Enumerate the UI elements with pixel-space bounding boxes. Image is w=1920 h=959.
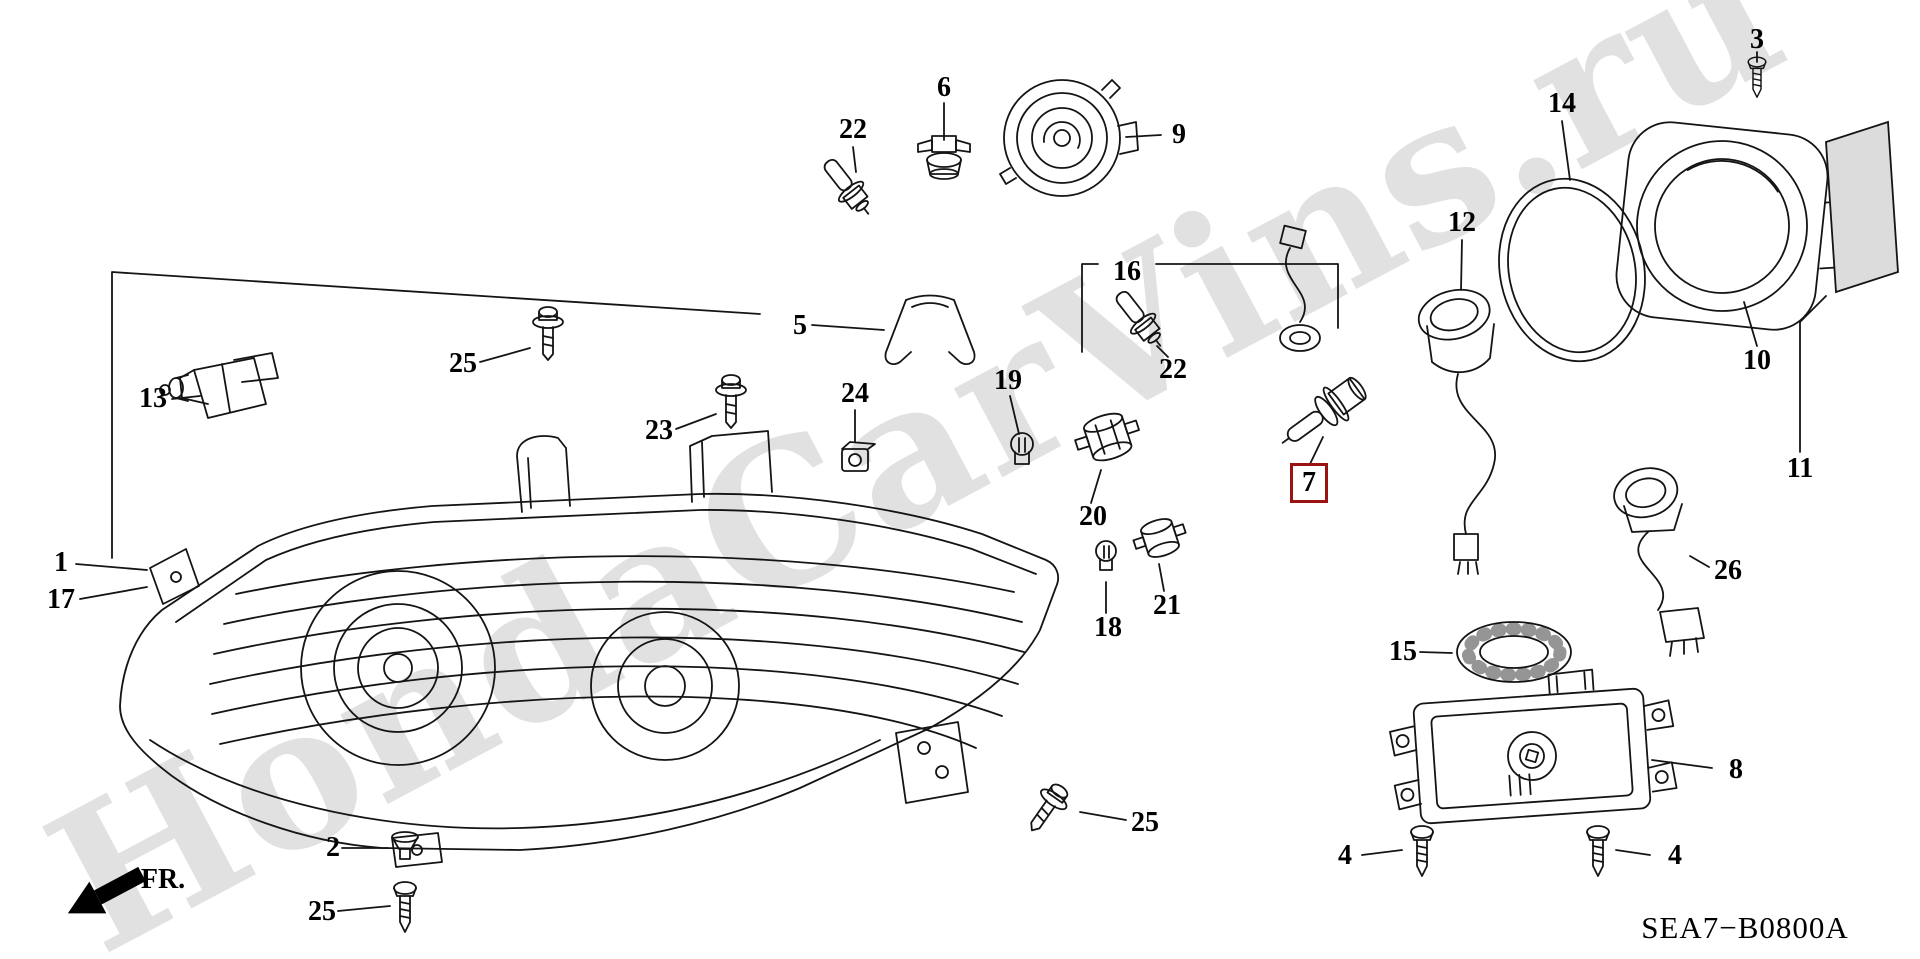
callout-part-13[interactable]: 13 xyxy=(139,383,167,414)
callout-part-8[interactable]: 8 xyxy=(1729,754,1743,785)
callout-part-9[interactable]: 9 xyxy=(1172,119,1186,150)
part-20-socket-drawing xyxy=(1074,412,1140,462)
part-7-hid-bulb-drawing xyxy=(1281,376,1367,444)
part-14-ring-drawing xyxy=(1498,177,1646,363)
callout-part-22[interactable]: 22 xyxy=(1159,354,1187,385)
diagram-code: SEA7−B0800A xyxy=(1641,910,1849,945)
callout-part-3[interactable]: 3 xyxy=(1750,24,1764,55)
part-25-bolt-drawing xyxy=(532,306,564,361)
part-21-socket-drawing xyxy=(1132,518,1187,558)
callout-part-4[interactable]: 4 xyxy=(1338,840,1352,871)
callout-part-2[interactable]: 2 xyxy=(326,832,340,863)
part-4-screw-drawing xyxy=(1586,825,1610,877)
callout-part-5[interactable]: 5 xyxy=(793,310,807,341)
part-4-screw-drawing xyxy=(1410,825,1434,877)
callout-part-6[interactable]: 6 xyxy=(937,72,951,103)
callout-part-23[interactable]: 23 xyxy=(645,415,673,446)
part-12-igniter-drawing xyxy=(1417,288,1497,575)
part-23-screw-drawing xyxy=(715,374,747,429)
part-25-bolt-drawing xyxy=(1018,777,1076,840)
front-direction-label: FR. xyxy=(140,864,186,895)
part-13-adjuster-motor-drawing xyxy=(159,352,279,419)
part-26-connector-drawing xyxy=(1613,467,1705,657)
callout-part-14[interactable]: 14 xyxy=(1548,88,1576,119)
callout-part-16[interactable]: 16 xyxy=(1113,256,1141,287)
part-15-seal-ring-drawing xyxy=(1456,621,1572,683)
part-25-screw-drawing xyxy=(393,881,417,933)
part-5-wire-clip-drawing xyxy=(884,294,976,365)
part-8-ballast-drawing xyxy=(1389,668,1678,825)
callout-part-4[interactable]: 4 xyxy=(1668,840,1682,871)
callout-part-12[interactable]: 12 xyxy=(1448,207,1476,238)
callout-part-26[interactable]: 26 xyxy=(1714,555,1742,586)
part-22-bulb-drawing xyxy=(823,158,870,215)
callout-part-10[interactable]: 10 xyxy=(1743,345,1771,376)
callout-part-17[interactable]: 17 xyxy=(47,584,75,615)
part-16-harness-drawing xyxy=(1279,224,1321,352)
callout-part-24[interactable]: 24 xyxy=(841,378,869,409)
callout-part-15[interactable]: 15 xyxy=(1389,636,1417,667)
callout-part-25[interactable]: 25 xyxy=(308,896,336,927)
part-22-bulb-drawing xyxy=(1115,290,1162,347)
part-2-clip-drawing xyxy=(391,831,419,860)
part-24-nut-drawing xyxy=(841,441,876,472)
leader-lines xyxy=(75,51,1827,912)
callout-part-21[interactable]: 21 xyxy=(1153,590,1181,621)
part-9-cover-drawing xyxy=(999,79,1139,197)
callout-part-25[interactable]: 25 xyxy=(449,348,477,379)
callout-part-25[interactable]: 25 xyxy=(1131,807,1159,838)
part-3-screw-drawing xyxy=(1747,56,1767,98)
callout-part-20[interactable]: 20 xyxy=(1079,501,1107,532)
part-10-bezel-drawing xyxy=(1615,121,1849,331)
part-6-socket-drawing xyxy=(917,135,971,180)
part-11-panel-drawing xyxy=(1825,120,1899,294)
callout-part-22[interactable]: 22 xyxy=(839,114,867,145)
part-19-bulb-drawing xyxy=(1010,432,1034,465)
callout-part-1[interactable]: 1 xyxy=(54,547,68,578)
front-direction-arrow-icon xyxy=(67,866,146,914)
headlight-assembly-drawing xyxy=(119,430,1059,868)
callout-part-19[interactable]: 19 xyxy=(994,365,1022,396)
callout-part-7[interactable]: 7 xyxy=(1290,463,1328,503)
callout-part-18[interactable]: 18 xyxy=(1094,612,1122,643)
part-18-bulb-drawing xyxy=(1095,540,1117,571)
callout-part-11[interactable]: 11 xyxy=(1786,453,1814,484)
